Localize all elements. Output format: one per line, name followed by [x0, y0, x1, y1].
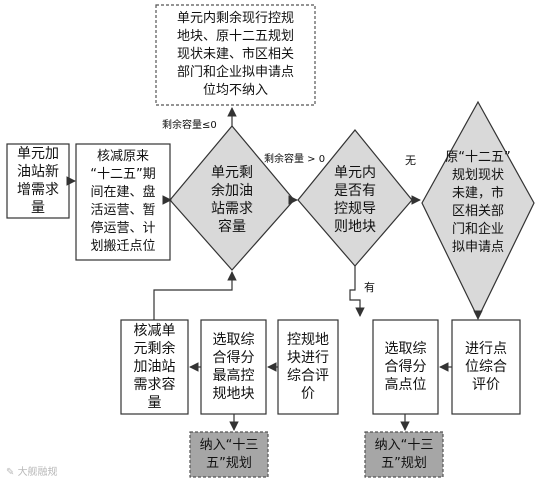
watermark-text: 大舰融规	[17, 467, 58, 478]
watermark-icon: ✎	[6, 467, 18, 478]
deduct-planned-box	[75, 143, 171, 261]
include-plan-left-text: 纳入“十三 五”规划	[199, 437, 259, 471]
select-top-plots-box	[200, 319, 267, 415]
label-capacity-zero: 剩余容量≤0	[162, 120, 217, 131]
evaluate-plots-box	[277, 319, 339, 415]
label-answer-no: 无	[405, 154, 416, 167]
label-answer-yes: 有	[364, 281, 375, 294]
include-plan-right-box	[364, 431, 444, 478]
select-top-plots-text: 选取综 合得分 最高控 规地块	[212, 332, 255, 402]
has-control-plots-text: 单元内 是否有 控规导 则地块	[334, 165, 376, 235]
select-top-sites-text: 选取综 合得分 高点位	[384, 341, 427, 393]
demand-input-box	[6, 143, 70, 219]
legacy-unbuilt-text: 原“十二五” 规划现状 未建，市 区相关部 门和企业 拟申请点	[445, 150, 511, 255]
edge-answer-yes	[349, 266, 365, 317]
remaining-demand-diamond	[169, 125, 295, 271]
evaluate-plots-text: 控规地 块进行 综合评 价	[287, 332, 329, 402]
excluded-sites-box	[155, 4, 316, 106]
label-capacity-positive: 剩余容量 > 0	[264, 154, 326, 165]
select-top-sites-box	[372, 319, 439, 415]
deduct-remaining-text: 核减单 元剩余 加油站 需求容 量	[133, 323, 176, 411]
deduct-planned-text: 核减原来 “十二五”期 间在建、盘 活运营、暂 停运营、计 划搬迁点位	[90, 149, 156, 254]
include-plan-right-text: 纳入“十三 五”规划	[374, 437, 434, 471]
evaluate-sites-text: 进行点 位综合 评价	[465, 341, 507, 393]
watermark-logo: ✎ 大舰融规	[6, 463, 58, 478]
excluded-sites-text: 单元内剩余现行控规 地块、原十二五规划 现状未建、市区相关 部门和企业拟申请点 …	[176, 11, 294, 98]
edge-loop-back	[153, 271, 237, 320]
evaluate-sites-box	[451, 319, 521, 415]
remaining-demand-text: 单元剩 余加油 站需求 容量	[211, 165, 253, 235]
include-plan-left-box	[189, 431, 269, 478]
demand-input-text: 单元加 油站新 增需求 量	[17, 146, 59, 216]
